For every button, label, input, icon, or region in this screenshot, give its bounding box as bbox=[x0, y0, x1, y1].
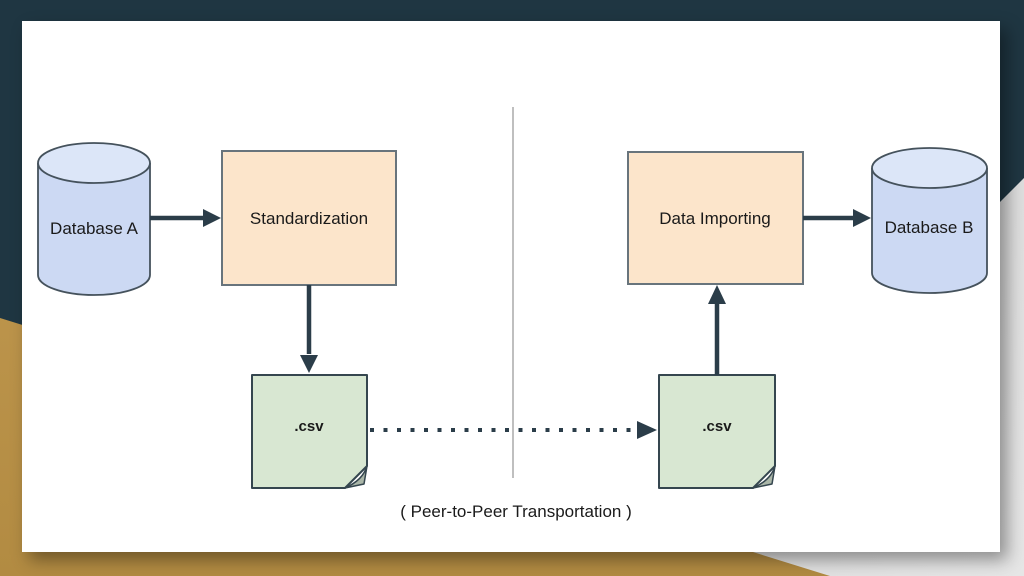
standardization-process-box: Standardization bbox=[221, 150, 397, 286]
database-b-cylinder-body bbox=[871, 168, 988, 294]
document-shape bbox=[658, 374, 776, 489]
csv-document-right: .csv bbox=[658, 374, 776, 489]
database-b-cylinder: Database B bbox=[871, 147, 988, 294]
arrow-head-icon bbox=[203, 209, 221, 227]
arrow-standardization-to-csv bbox=[300, 285, 318, 373]
csv-left-label: .csv bbox=[294, 418, 324, 435]
arrow-peer-to-peer-dotted bbox=[370, 421, 657, 439]
csv-right-label: .csv bbox=[702, 418, 732, 435]
database-b-cylinder-top bbox=[871, 147, 988, 189]
data-transfer-flow-diagram: Database A Standardization .csv bbox=[37, 107, 988, 521]
csv-document-left: .csv bbox=[251, 374, 368, 489]
database-a-cylinder: Database A bbox=[37, 142, 151, 296]
arrow-head-icon bbox=[853, 209, 871, 227]
arrow-head-icon bbox=[637, 421, 657, 439]
data-importing-box bbox=[627, 151, 804, 285]
document-folded-corner-icon bbox=[344, 465, 368, 489]
database-a-cylinder-top bbox=[37, 142, 151, 184]
arrow-database-a-to-standardization bbox=[150, 209, 221, 227]
slide-page: Database A Standardization .csv bbox=[22, 21, 1000, 552]
data-importing-process-box: Data Importing bbox=[627, 151, 804, 285]
diagram-caption: ( Peer-to-Peer Transportation ) bbox=[400, 502, 631, 521]
document-folded-corner-icon bbox=[752, 465, 776, 489]
arrow-head-icon bbox=[708, 285, 726, 304]
arrow-data-importing-to-database-b bbox=[803, 209, 871, 227]
database-b-label: Database B bbox=[885, 218, 974, 237]
database-a-cylinder-body bbox=[37, 163, 151, 296]
arrow-head-icon bbox=[300, 355, 318, 373]
arrow-csv-to-data-importing bbox=[708, 285, 726, 375]
standardization-box bbox=[221, 150, 397, 286]
database-a-label: Database A bbox=[50, 219, 139, 238]
data-importing-label: Data Importing bbox=[659, 209, 771, 228]
document-shape bbox=[251, 374, 368, 489]
standardization-label: Standardization bbox=[250, 209, 368, 228]
